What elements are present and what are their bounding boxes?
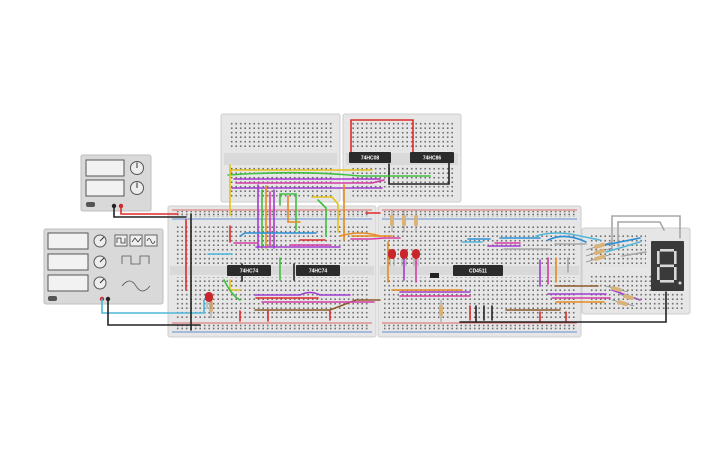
svg-text:74HC08: 74HC08: [361, 156, 380, 162]
power-supply[interactable]: [80, 154, 152, 212]
resistor: [439, 300, 443, 322]
segment-8-icon: [657, 249, 682, 285]
resistor: [611, 299, 635, 307]
leds[interactable]: [205, 249, 420, 309]
voltage-display: [85, 159, 125, 177]
frequency-display: [47, 232, 89, 250]
resistor: [390, 210, 394, 232]
resistor: [617, 293, 641, 301]
amplitude-display: [47, 253, 89, 271]
resistor: [402, 210, 406, 232]
wires[interactable]: [101, 119, 681, 331]
sine-preview: [121, 280, 151, 292]
chip-74hc74-a[interactable]: 74HC74: [227, 265, 271, 276]
resistor: [585, 253, 613, 263]
chip-74hc08[interactable]: 74HC08: [349, 152, 391, 163]
led-red: [388, 249, 396, 266]
current-display: [85, 179, 125, 197]
led-red: [205, 292, 213, 309]
chip-cd4511[interactable]: CD4511: [453, 265, 503, 276]
seven-segment-display[interactable]: [651, 241, 684, 291]
breadboard-top-left[interactable]: [220, 113, 341, 203]
resistor: [585, 241, 613, 251]
svg-text:CD4511: CD4511: [469, 269, 487, 275]
offset-display: [47, 274, 89, 292]
led-red: [412, 249, 420, 266]
slide-switch[interactable]: [430, 273, 439, 278]
chip-74hc86[interactable]: 74HC86: [410, 152, 454, 163]
led-red: [400, 249, 408, 266]
resistors[interactable]: [209, 210, 641, 322]
generator-power-switch: [48, 296, 57, 301]
svg-text:74HC74: 74HC74: [309, 269, 328, 275]
power-switch: [86, 202, 95, 207]
resistor: [414, 210, 418, 232]
svg-text:74HC74: 74HC74: [240, 269, 259, 275]
svg-text:74HC86: 74HC86: [423, 156, 442, 162]
resistor: [585, 247, 613, 257]
square-preview: [121, 255, 150, 265]
function-generator[interactable]: [43, 228, 164, 305]
chip-74hc74-b[interactable]: 74HC74: [296, 265, 340, 276]
resistor: [605, 285, 629, 293]
triangle-wave-icon: [129, 234, 143, 247]
